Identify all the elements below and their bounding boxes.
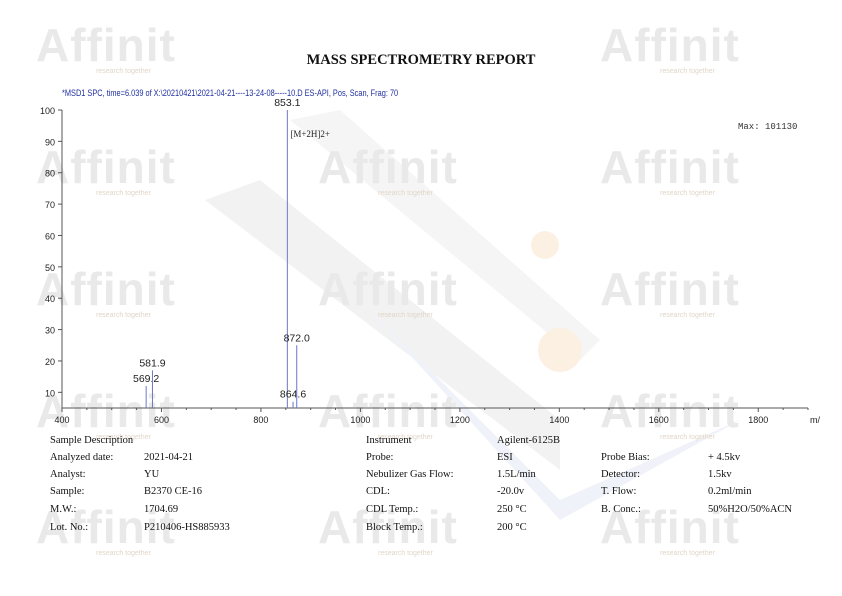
instrument-extra-value: 50%H2O/50%ACN bbox=[708, 504, 792, 515]
instrument-field-value: -20.0v bbox=[497, 486, 525, 497]
instrument-field-label: Block Temp.: bbox=[366, 522, 423, 533]
y-tick-label: 50 bbox=[45, 263, 55, 273]
instrument-extra-label: B. Conc.: bbox=[601, 504, 641, 515]
sample-field-value: P210406-HS885933 bbox=[144, 522, 230, 533]
instrument-heading: Instrument bbox=[366, 435, 412, 446]
y-tick-label: 20 bbox=[45, 357, 55, 367]
x-tick-label: 1400 bbox=[549, 415, 569, 425]
y-tick-label: 30 bbox=[45, 326, 55, 336]
x-tick-label: 800 bbox=[253, 415, 268, 425]
y-tick-label: 10 bbox=[45, 388, 55, 398]
instrument-extra-value: + 4.5kv bbox=[708, 452, 741, 463]
sample-field-value: B2370 CE-16 bbox=[144, 486, 203, 497]
instrument-field-label: CDL Temp.: bbox=[366, 504, 419, 515]
x-tick-label: 1000 bbox=[350, 415, 370, 425]
x-tick-label: 1200 bbox=[450, 415, 470, 425]
mass-spectrum-chart: 10 20 30 40 50 60 70 80 90 100 400 600 800 1000 1200 14… bbox=[40, 97, 821, 425]
sample-field-label: M.W.: bbox=[50, 504, 77, 515]
instrument-field-label: Probe: bbox=[366, 452, 394, 463]
peak-label: 581.9 bbox=[139, 357, 165, 369]
x-axis-label: m/ bbox=[810, 415, 820, 425]
max-intensity-label: Max: 101130 bbox=[738, 122, 798, 132]
instrument-field-value: ESI bbox=[497, 452, 513, 463]
instrument-model: Agilent-6125B bbox=[497, 435, 560, 446]
x-tick-label: 600 bbox=[154, 415, 169, 425]
instrument-field-value: 250 °C bbox=[497, 504, 527, 515]
spectrum-header: *MSD1 SPC, time=6.039 of X:\20210421\202… bbox=[62, 88, 399, 98]
x-tick-label: 400 bbox=[54, 415, 69, 425]
instrument-extra-label: Probe Bias: bbox=[601, 452, 650, 463]
y-tick-label: 100 bbox=[40, 106, 55, 116]
y-tick-label: 90 bbox=[45, 137, 55, 147]
instrument-extra-value: 1.5kv bbox=[708, 469, 732, 480]
instrument-extra-label: T. Flow: bbox=[601, 486, 637, 497]
peak-annotation: [M+2H]2+ bbox=[290, 129, 330, 139]
y-tick-label: 40 bbox=[45, 294, 55, 304]
report-title: MASS SPECTROMETRY REPORT bbox=[306, 52, 536, 68]
instrument-field-value: 200 °C bbox=[497, 522, 527, 533]
peak-label: 864.6 bbox=[280, 389, 306, 401]
sample-field-value: 2021-04-21 bbox=[144, 452, 193, 463]
sample-heading: Sample Description bbox=[50, 435, 134, 446]
y-tick-label: 70 bbox=[45, 200, 55, 210]
instrument-field-label: CDL: bbox=[366, 486, 390, 497]
instrument-extra-value: 0.2ml/min bbox=[708, 486, 752, 497]
sample-field-label: Analyzed date: bbox=[50, 452, 114, 463]
sample-field-label: Analyst: bbox=[50, 469, 86, 480]
peak-label: 872.0 bbox=[284, 332, 310, 344]
x-tick-label: 1800 bbox=[748, 415, 768, 425]
peak-label: 853.1 bbox=[274, 97, 300, 109]
instrument-field-label: Nebulizer Gas Flow: bbox=[366, 469, 454, 480]
peak-label: 569.2 bbox=[133, 373, 159, 385]
y-tick-label: 80 bbox=[45, 169, 55, 179]
instrument-field-value: 1.5L/min bbox=[497, 469, 536, 480]
instrument-extra-label: Detector: bbox=[601, 469, 641, 480]
y-tick-label: 60 bbox=[45, 231, 55, 241]
x-tick-label: 1600 bbox=[649, 415, 669, 425]
sample-field-label: Lot. No.: bbox=[50, 522, 89, 533]
sample-field-label: Sample: bbox=[50, 486, 85, 497]
sample-field-value: YU bbox=[144, 469, 160, 480]
sample-field-value: 1704.69 bbox=[144, 504, 179, 515]
